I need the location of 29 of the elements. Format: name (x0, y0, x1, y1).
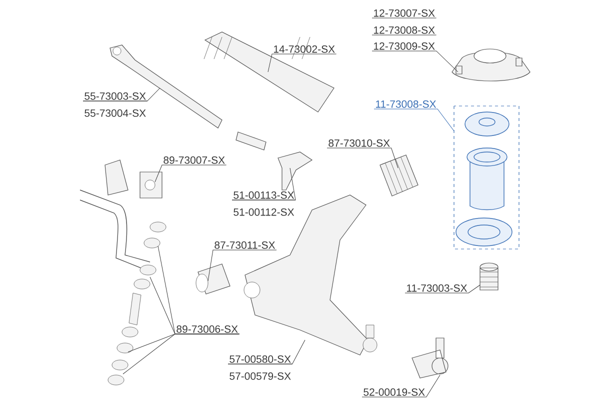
part-number: 11-73008-SX (376, 100, 436, 108)
part-number: 87-73010-SX (328, 139, 390, 147)
leader-line (122, 334, 240, 374)
leader-line (374, 108, 454, 132)
part-number: 14-73002-SX (274, 45, 335, 53)
part-number: 87-73011-SX (214, 241, 276, 249)
part-number: 55-73003-SX (84, 92, 146, 100)
leader-line (362, 374, 440, 398)
leader-line (228, 340, 306, 364)
part-number: 12-73009-SX (374, 42, 435, 50)
part-number: 51-00112-SX (234, 208, 294, 216)
part-number: 55-73004-SX (84, 109, 146, 117)
leader-line (82, 88, 160, 102)
leader-line (372, 50, 458, 72)
leader-line (208, 250, 277, 282)
leader-line (404, 284, 480, 294)
part-number: 52-00019-SX (364, 388, 425, 396)
leader-line (326, 148, 398, 168)
part-number: 89-73007-SX (164, 156, 225, 164)
part-number: 11-73003-SX (407, 284, 468, 292)
leader-line (232, 168, 296, 200)
leader-line (154, 164, 227, 182)
part-number: 57-00580-SX (230, 355, 291, 363)
part-number: 89-73006-SX (176, 325, 238, 333)
part-number: 12-73007-SX (374, 9, 435, 17)
part-number: 12-73008-SX (374, 26, 435, 34)
part-number: 51-00113-SX (234, 191, 294, 199)
part-number: 57-00579-SX (230, 372, 291, 380)
leader-line (268, 54, 337, 72)
